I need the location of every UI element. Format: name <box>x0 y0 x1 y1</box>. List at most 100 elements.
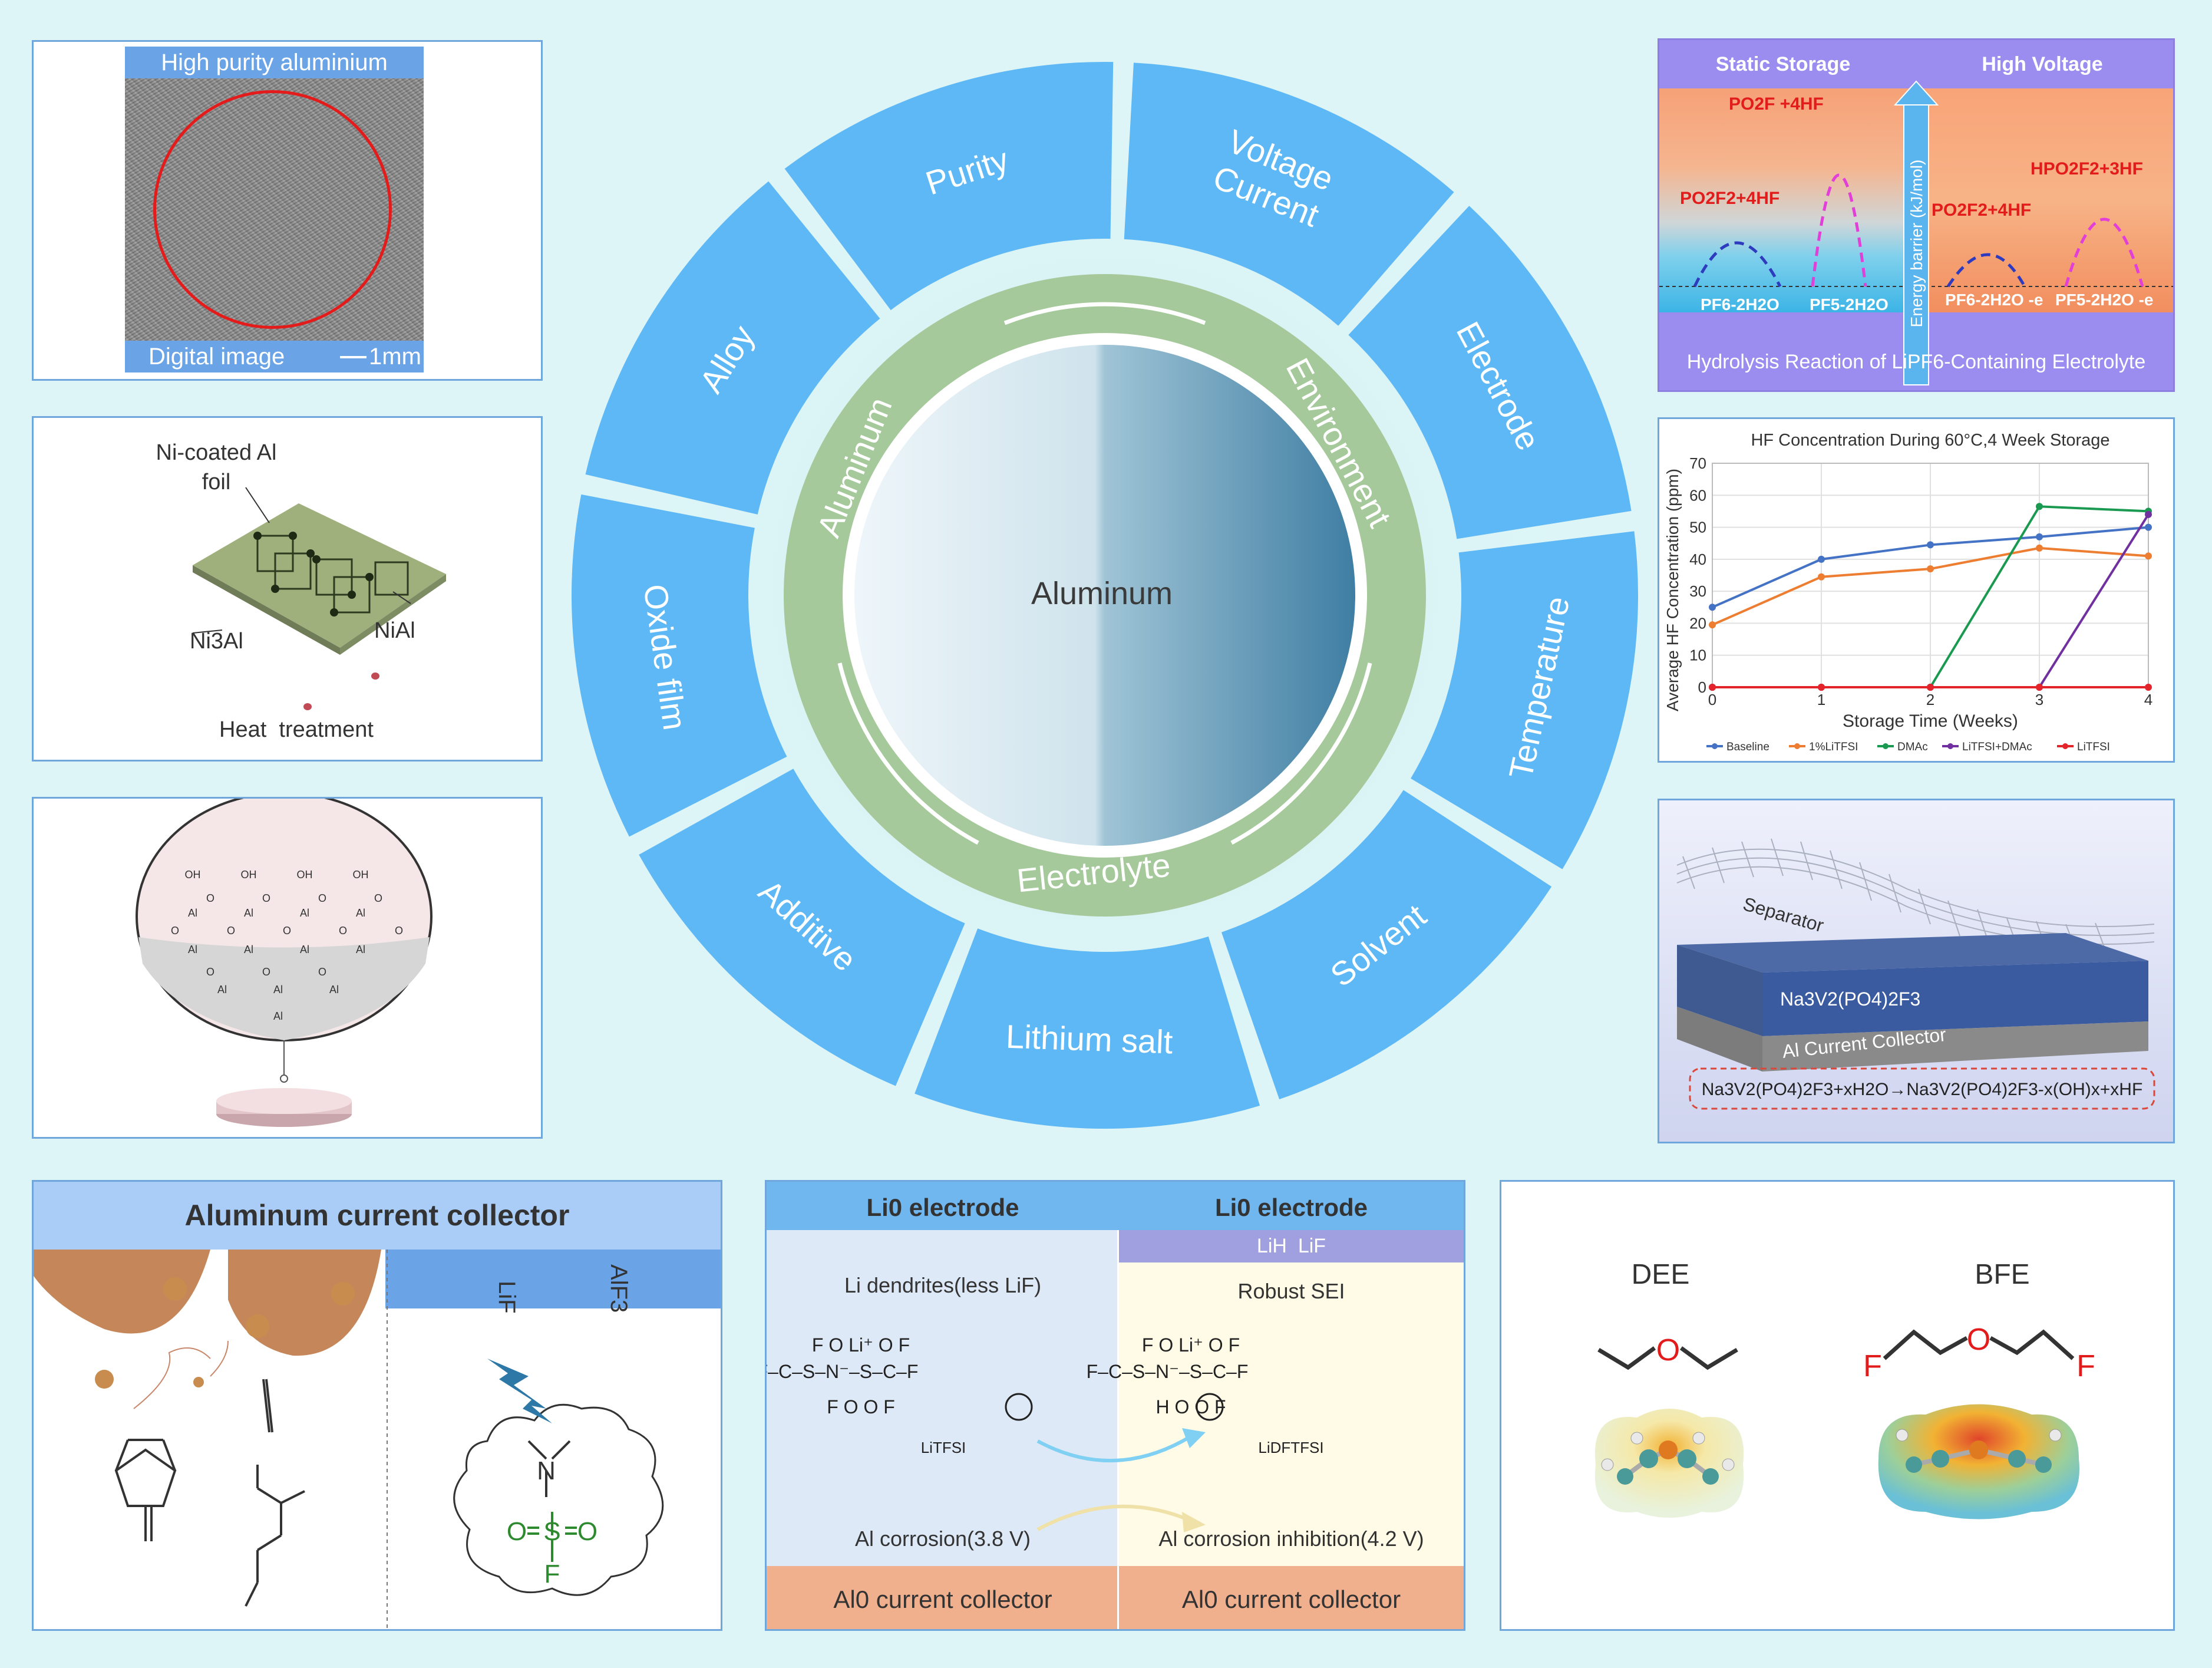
svg-text:F O Li⁺ O F: F O Li⁺ O F <box>1142 1334 1240 1356</box>
oxide-atom: O <box>283 925 291 937</box>
oxide-atom: Al <box>188 907 197 919</box>
wheel-segment-voltage <box>1124 62 1454 326</box>
chart-title: HF Concentration During 60°C,4 Week Stor… <box>1751 431 2109 450</box>
collector-o-left: O <box>507 1517 527 1546</box>
label-pf5-left: PF5-2H2O <box>1810 295 1889 314</box>
svg-text:F–C–S–N⁻–S–C–F: F–C–S–N⁻–S–C–F <box>1087 1361 1249 1382</box>
lithium-molecules: F–C–S–N⁻–S–C–F F O Li⁺ O F F O O F F–C–S… <box>767 1334 1324 1532</box>
lithium-left-corrosion: Al corrosion(3.8 V) <box>854 1527 1031 1551</box>
wheel-segment-solvent <box>1221 790 1552 1100</box>
lithium-right-desc: Robust SEI <box>1237 1279 1345 1303</box>
solvent-bfe-label: BFE <box>1975 1259 2030 1290</box>
alloy-foil-label: Ni-coated Al foil <box>156 440 277 495</box>
cathode-label: Na3V2(PO4)2F3 <box>1780 988 1920 1010</box>
lithium-right-header: Li0 electrode <box>1214 1194 1368 1221</box>
solvent-dee-label: DEE <box>1631 1259 1690 1290</box>
dee-oxygen: O <box>1656 1333 1680 1367</box>
x-tick-label: 4 <box>2144 691 2152 708</box>
y-axis-label: Average HF Concentration (ppm) <box>1663 469 1682 711</box>
svg-text:F O Li⁺ O F: F O Li⁺ O F <box>812 1334 910 1356</box>
alloy-caption: Heat treatment <box>219 717 374 742</box>
legend-label: 1%LiTFSI <box>1809 741 1858 753</box>
svg-text:H O O F: H O O F <box>1155 1396 1226 1418</box>
oxide-atom: O <box>227 925 235 937</box>
y-tick-label: 60 <box>1689 486 1706 504</box>
y-tick-label: 0 <box>1698 678 1706 696</box>
collector-title: Aluminum current collector <box>34 1182 721 1250</box>
oxide-atom: Al <box>300 907 309 919</box>
wheel-segment-electrode <box>1348 206 1632 539</box>
data-point <box>1818 573 1825 581</box>
x-axis-label: Storage Time (Weeks) <box>1843 711 2018 731</box>
aluminum-sphere <box>854 345 1355 846</box>
collector-n: N <box>537 1456 556 1485</box>
legend-marker <box>1883 743 1889 749</box>
hf-chart: HF Concentration During 60°C,4 Week Stor… <box>1663 431 2152 753</box>
oxide-atom: OH <box>241 869 257 881</box>
oxide-atom: Al <box>217 984 227 995</box>
legend-marker <box>1947 743 1953 749</box>
oxide-atom: O <box>171 925 179 937</box>
data-point <box>2145 684 2152 691</box>
center-label: Aluminum <box>1031 576 1173 611</box>
lithium-right-corrosion: Al corrosion inhibition(4.2 V) <box>1158 1527 1424 1551</box>
legend-label: LiTFSI <box>2077 741 2110 753</box>
purity-circle <box>153 90 392 329</box>
data-point <box>1818 555 1825 563</box>
data-point <box>1709 621 1716 629</box>
oxide-atom: O <box>206 966 214 978</box>
oxide-atom: Al <box>300 944 309 955</box>
x-tick-label: 2 <box>1926 691 1934 708</box>
hydrolysis-right-title: High Voltage <box>1982 53 2103 75</box>
label-pf6-left: PF6-2H2O <box>1701 295 1779 314</box>
data-point <box>2036 533 2043 540</box>
oxide-atom: O <box>206 892 214 904</box>
oxide-atom: OH <box>353 869 369 881</box>
data-point <box>2036 684 2043 691</box>
lithium-right-salt: LiDFTFSI <box>1258 1439 1323 1456</box>
purity-title: High purity aluminium <box>125 47 424 78</box>
panel-solvent: DEE BFE O O F F <box>1500 1180 2175 1631</box>
label-pf6-right: PF6-2H2O -e <box>1945 291 2043 309</box>
oxide-atom: O <box>262 892 270 904</box>
oxide-atom: Al <box>329 984 339 995</box>
separator-label: Separator <box>1741 893 1826 936</box>
legend-label: Baseline <box>1726 741 1769 753</box>
reaction-label: Na3V2(PO4)2F3+xH2O→Na3V2(PO4)2F3-x(OH)x+… <box>1702 1080 2143 1099</box>
data-point <box>2036 503 2043 510</box>
label-hpo2f2-3hf: HPO2F2+3HF <box>2031 159 2143 179</box>
purity-image <box>125 78 424 341</box>
lithium-sub-header: LiH LiF <box>1119 1230 1464 1262</box>
collector-alf3: AlF3 <box>606 1264 632 1313</box>
panel-separator: Separator Na3V2(PO4)2F3 Al Current Colle… <box>1658 799 2175 1143</box>
label-po2f-4hf: PO2F +4HF <box>1729 94 1824 114</box>
lithium-left-salt: LiTFSI <box>921 1439 966 1456</box>
oxide-atom: O <box>318 892 326 904</box>
panel-hf-chart: HF Concentration During 60°C,4 Week Stor… <box>1658 417 2175 763</box>
hydrolysis-axis-label: Energy barrier (kJ/mol) <box>1907 160 1926 328</box>
wheel-segment-additive <box>639 769 965 1086</box>
oxide-atom: O <box>339 925 347 937</box>
separator-illustration: Separator Na3V2(PO4)2F3 Al Current Colle… <box>1676 838 2155 1110</box>
scale-label: 1mm <box>369 344 421 370</box>
bfe-fluorine-left: F <box>1863 1349 1882 1383</box>
y-tick-label: 30 <box>1689 582 1706 600</box>
legend-marker <box>1794 743 1800 749</box>
oxide-atom: Al <box>273 984 283 995</box>
panel-alloy: Ni-coated Al foil Ni3Al NiAl Heat treatm… <box>32 416 543 762</box>
oxide-atom: O <box>374 892 382 904</box>
y-tick-label: 50 <box>1689 519 1706 536</box>
y-tick-label: 10 <box>1689 647 1706 664</box>
scale-bar <box>340 356 367 358</box>
oxide-atom: OH <box>185 869 201 881</box>
wheel-segment-temperature <box>1411 531 1638 869</box>
y-tick-label: 40 <box>1689 550 1706 568</box>
bfe-fluorine-right: F <box>2076 1349 2095 1383</box>
alloy-illustration <box>192 487 446 710</box>
wheel-segment-purity <box>784 62 1114 311</box>
x-tick-label: 0 <box>1708 691 1716 708</box>
data-point <box>1927 684 1934 691</box>
oxide-atom: OH <box>297 869 313 881</box>
